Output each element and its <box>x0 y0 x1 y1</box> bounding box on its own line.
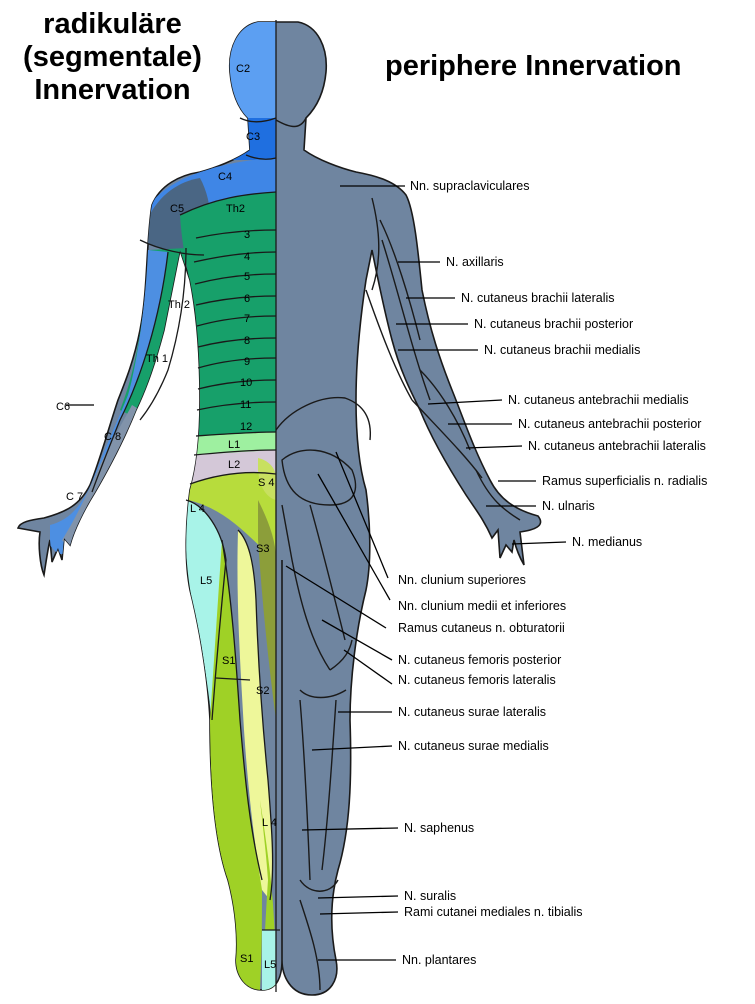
seg-t10: 10 <box>240 377 252 389</box>
seg-c4: C4 <box>218 171 232 183</box>
seg-c5: C5 <box>170 203 184 215</box>
body-peripheral <box>16 21 542 996</box>
seg-s3: S3 <box>256 543 269 555</box>
leader-lines <box>66 185 567 961</box>
seg-l4-thigh: L 4 <box>190 503 205 515</box>
seg-t5: 5 <box>244 271 250 283</box>
nerve-label: Rami cutanei mediales n. tibialis <box>404 905 583 919</box>
title-radicular-line-1: radikuläre <box>43 8 182 40</box>
seg-l1: L1 <box>228 439 240 451</box>
seg-c3: C3 <box>246 131 260 143</box>
region-s2 <box>237 530 273 900</box>
title-peripheral: periphere Innervation <box>385 50 682 82</box>
seg-c2: C2 <box>236 63 250 75</box>
nerve-label: N. saphenus <box>404 821 474 835</box>
seg-l5-foot: L5 <box>264 959 276 971</box>
region-thoracic <box>180 192 276 438</box>
seg-t4: 4 <box>244 251 250 263</box>
seg-s1-foot: S1 <box>240 953 253 965</box>
region-c7 <box>62 405 140 548</box>
region-s1 <box>210 540 262 990</box>
seg-s4: S 4 <box>258 477 275 489</box>
seg-th2-arm: Th 2 <box>168 299 190 311</box>
seg-s1: S1 <box>222 655 235 667</box>
nerve-label: N. medianus <box>572 535 642 549</box>
dermatome-boundaries <box>91 20 280 992</box>
region-c2 <box>18 22 276 118</box>
nerve-label: N. cutaneus brachii medialis <box>484 343 640 357</box>
region-c3 <box>18 118 276 160</box>
nerve-label: Nn. supraclaviculares <box>410 179 530 193</box>
nerve-label: N. cutaneus brachii posterior <box>474 317 633 331</box>
seg-l4-leg: L 4 <box>262 817 277 829</box>
nerve-label: N. cutaneus antebrachii lateralis <box>528 439 706 453</box>
nerve-label: Nn. plantares <box>402 953 476 967</box>
nerve-label: N. cutaneus surae medialis <box>398 739 549 753</box>
seg-th1: Th 1 <box>146 353 168 365</box>
title-radicular: radikuläre (segmentale) Innervation <box>0 8 225 107</box>
nerve-label: N. cutaneus femoris lateralis <box>398 673 556 687</box>
seg-l5: L5 <box>200 575 212 587</box>
nerve-label: N. cutaneus antebrachii medialis <box>508 393 689 407</box>
region-upper-thigh <box>188 472 276 560</box>
seg-t8: 8 <box>244 335 250 347</box>
nerve-label: N. cutaneus antebrachii posterior <box>518 417 701 431</box>
title-radicular-line-3: Innervation <box>34 74 191 106</box>
seg-c8: C 8 <box>104 431 121 443</box>
nerve-label: N. cutaneus surae lateralis <box>398 705 546 719</box>
region-s3 <box>258 500 276 720</box>
title-radicular-line-2: (segmentale) <box>23 41 202 73</box>
seg-t6: 6 <box>244 293 250 305</box>
seg-t7: 7 <box>244 313 250 325</box>
nerve-label: N. suralis <box>404 889 456 903</box>
region-l1 <box>194 432 276 455</box>
nerve-label: Ramus superficialis n. radialis <box>542 474 707 488</box>
nerve-label: N. ulnaris <box>542 499 595 513</box>
seg-t9: 9 <box>244 356 250 368</box>
nerve-label: N. cutaneus femoris posterior <box>398 653 561 667</box>
region-c6-c8 <box>50 250 168 555</box>
seg-c6: C6 <box>56 401 70 413</box>
nerve-labels: Nn. supraclaviculares N. axillaris N. cu… <box>398 179 707 967</box>
segment-labels: C2 C3 C4 C5 Th2 3 4 5 6 7 8 9 10 11 12 L… <box>56 63 277 971</box>
nerve-label: Nn. clunium medii et inferiores <box>398 599 566 613</box>
seg-t12: 12 <box>240 421 252 433</box>
region-l2 <box>190 450 276 484</box>
seg-s2: S2 <box>256 685 269 697</box>
peripheral-boundaries <box>275 117 521 991</box>
seg-c7: C 7 <box>66 491 83 503</box>
seg-t3: 3 <box>244 229 250 241</box>
nerve-label: Nn. clunium superiores <box>398 573 526 587</box>
region-s4 <box>258 458 276 500</box>
nerve-label: Ramus cutaneus n. obturatorii <box>398 621 565 635</box>
nerve-label: N. axillaris <box>446 255 504 269</box>
seg-th2: Th2 <box>226 203 245 215</box>
nerve-label: N. cutaneus brachii lateralis <box>461 291 615 305</box>
seg-t11: 11 <box>240 399 251 411</box>
seg-l2: L2 <box>228 459 240 471</box>
dermatome-regions <box>18 22 276 992</box>
